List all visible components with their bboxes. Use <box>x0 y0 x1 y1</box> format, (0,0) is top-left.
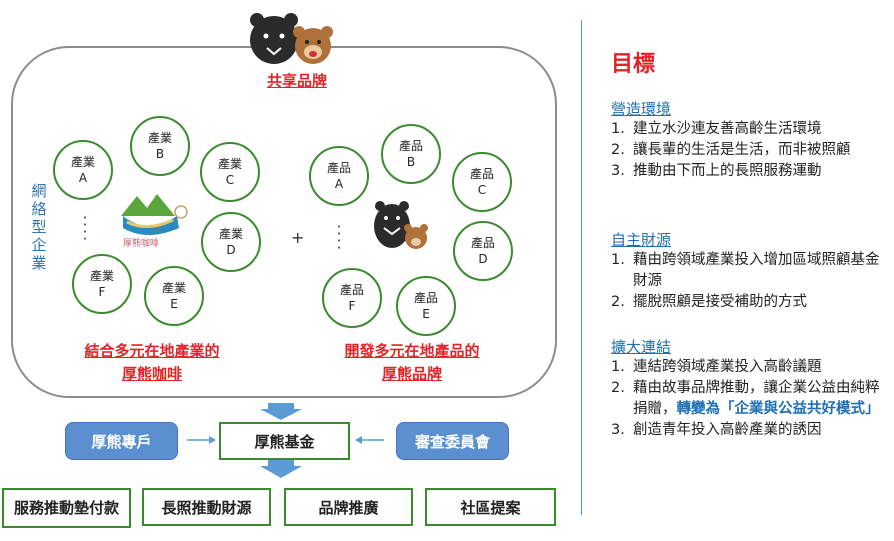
column-divider <box>581 20 582 515</box>
output-box-4: 社區提案 <box>425 488 556 526</box>
shared-brand-title: 共享品牌 <box>266 72 327 90</box>
section-heading: 擴大連結 <box>611 338 672 356</box>
industry-ellipsis: ···· <box>82 209 88 248</box>
flow-arrows <box>187 403 384 478</box>
list-item: 3.創造青年投入高齡產業的誘因 <box>611 422 822 438</box>
goal-section-environment: 營造環境 1.建立水沙連友善高齡生活環境 2.讓長輩的生活是生活，而非被照顧 3… <box>611 98 881 182</box>
list-item: 1.連結跨領域產業投入高齡議題 <box>611 359 822 375</box>
left-caption: 結合多元在地產業的 厚熊咖啡 <box>84 342 220 383</box>
list-item: 1.藉由跨領域產業投入增加區域照顧基金財源 <box>611 252 880 289</box>
list-item: 3.推動由下而上的長照服務運動 <box>611 163 822 179</box>
right-caption: 開發多元在地產品的 厚熊品牌 <box>344 342 480 383</box>
goal-section-finance: 自主財源 1.藉由跨領域產業投入增加區域照顧基金財源 2.擺脫照顧是接受補助的方… <box>611 229 881 313</box>
section-heading: 營造環境 <box>611 100 672 118</box>
plus-sign: + <box>291 228 305 247</box>
goal-section-connection: 擴大連結 1.連結跨領域產業投入高齡議題 2.藉由故事品牌推動，讓企業公益由純粹… <box>611 336 881 441</box>
output-box-2: 長照推動財源 <box>142 488 271 526</box>
list-item: 1.建立水沙連友善高齡生活環境 <box>611 121 822 137</box>
bear-mascot-icon <box>250 13 333 64</box>
product-ellipsis: ···· <box>336 218 342 257</box>
section-heading: 自主財源 <box>611 231 672 249</box>
output-box-1: 服務推動墊付款 <box>2 488 131 528</box>
list-item: 2.擺脫照顧是接受補助的方式 <box>611 294 807 310</box>
network-enterprise-label: 網絡型企業 <box>31 182 47 272</box>
review-committee-box: 審查委員會 <box>396 422 509 460</box>
goals-title: 目標 <box>611 52 656 77</box>
list-item: 2.藉由故事品牌推動，讓企業公益由純粹捐贈，轉變為「企業與公益共好模式」 <box>611 380 880 417</box>
bear-fund-box: 厚熊基金 <box>219 422 350 460</box>
emphasis-text: 轉變為「企業與公益共好模式」 <box>676 401 880 417</box>
list-item: 2.讓長輩的生活是生活，而非被照顧 <box>611 142 851 158</box>
output-box-3: 品牌推廣 <box>284 488 413 526</box>
svg-text:厚熊咖啡: 厚熊咖啡 <box>123 237 159 248</box>
bear-brand-icon <box>374 201 428 249</box>
bear-account-box: 厚熊專戶 <box>65 422 178 460</box>
bear-cafe-logo: 厚熊咖啡 <box>121 194 188 248</box>
